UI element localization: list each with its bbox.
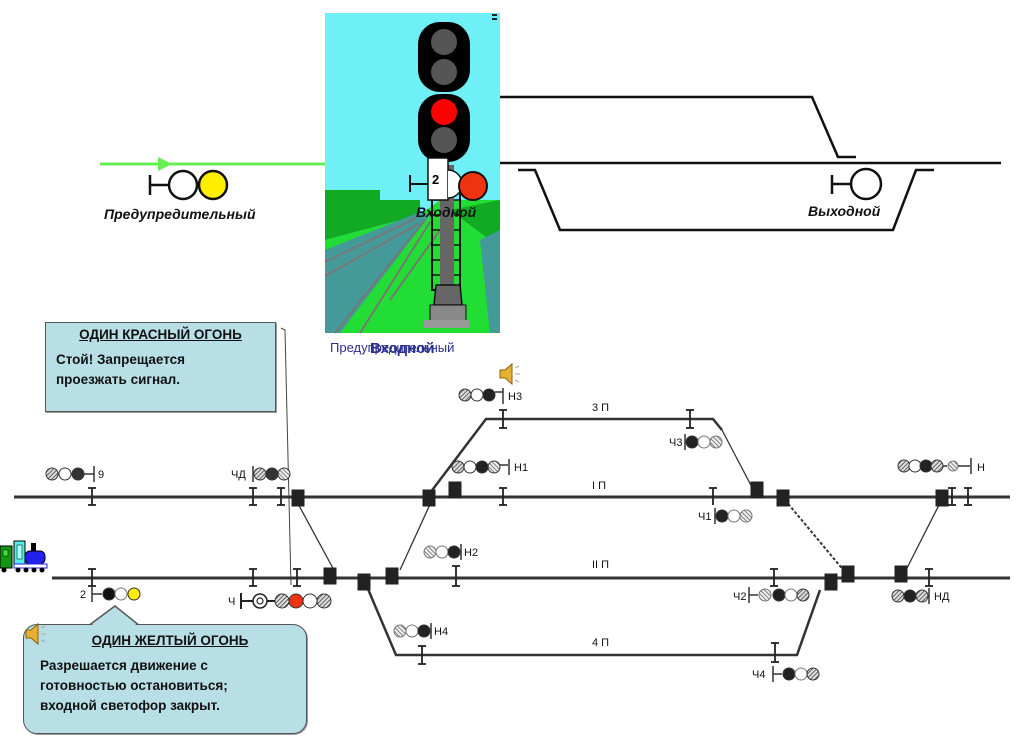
info-box-red-line: Стой! Запрещается bbox=[56, 352, 186, 367]
entry-signal-lamp-red bbox=[458, 171, 488, 201]
insulating-joints bbox=[88, 409, 972, 665]
info-box-yellow-title: ОДИН ЖЕЛТЫЙ ОГОНЬ bbox=[91, 633, 249, 648]
info-box-yellow-light: ОДИН ЖЕЛТЫЙ ОГОНЬ Разрешается движение с… bbox=[23, 624, 307, 734]
signal-n bbox=[897, 458, 972, 474]
signal-label-ch: Ч bbox=[228, 596, 235, 608]
entry-signal-number: 2 bbox=[432, 172, 439, 187]
switch-blocks bbox=[291, 481, 949, 591]
info-box-red-light: ОДИН КРАСНЫЙ ОГОНЬ Стой! Запрещается про… bbox=[45, 322, 276, 412]
signal-head-upper bbox=[418, 22, 470, 92]
info-box-yellow-line: Разрешается движение с bbox=[40, 658, 208, 673]
track-label-4p: 4 П bbox=[592, 637, 609, 649]
signal-ch2 bbox=[748, 587, 810, 603]
info-box-red-title: ОДИН КРАСНЫЙ ОГОНЬ bbox=[79, 327, 242, 342]
speaker-icon[interactable] bbox=[499, 362, 520, 386]
info-box-red-body: Стой! Запрещается проезжать сигнал. bbox=[56, 350, 275, 390]
signal-label-ch2: Ч2 bbox=[733, 591, 746, 603]
signal-n1 bbox=[451, 459, 510, 475]
track-label-3p: 3 П bbox=[592, 402, 609, 414]
signal-9 bbox=[45, 466, 95, 482]
signal-chd bbox=[252, 466, 291, 482]
signal-ch3 bbox=[684, 434, 723, 450]
entry-signal-picture: 2 Входной bbox=[324, 13, 500, 334]
lamp-1 bbox=[431, 29, 457, 55]
signal-label-n1: Н1 bbox=[514, 462, 528, 474]
track-3p bbox=[429, 417, 723, 494]
signal-label-n: Н bbox=[977, 462, 985, 474]
info-box-yellow-body: Разрешается движение с готовностью остан… bbox=[40, 656, 306, 716]
lamp-2 bbox=[431, 59, 457, 85]
exit-signal bbox=[830, 167, 883, 201]
track-4p bbox=[363, 581, 822, 657]
info-box-red-line: проезжать сигнал. bbox=[56, 372, 181, 387]
train-icon bbox=[0, 540, 48, 573]
warning-signal-lamp-yellow bbox=[197, 169, 229, 201]
signal-label-ch1: Ч1 bbox=[698, 511, 711, 523]
entry-signal-label: Входной bbox=[416, 204, 477, 220]
signal-ch-entry bbox=[240, 593, 332, 609]
callout-line bbox=[280, 327, 292, 586]
signal-ch1 bbox=[714, 508, 753, 524]
exit-signal-lamp bbox=[849, 167, 883, 201]
signal-nd bbox=[891, 588, 930, 604]
signal-label-chd: ЧД bbox=[231, 469, 246, 481]
signal-label-n2: Н2 bbox=[464, 547, 478, 559]
picture-caption-back: Предупредительный bbox=[330, 340, 455, 355]
signal-label-2: 2 bbox=[80, 589, 86, 601]
signal-ch4 bbox=[772, 666, 820, 682]
route-arrow-head bbox=[158, 157, 172, 171]
info-box-yellow-line: входной светофор закрыт. bbox=[40, 698, 220, 713]
signal-n3 bbox=[458, 388, 504, 404]
picture-caption-front: Входной bbox=[370, 340, 435, 357]
track-label-1p: I П bbox=[592, 480, 606, 492]
warning-signal bbox=[148, 169, 229, 201]
lower-siding bbox=[518, 168, 934, 232]
lamp-4 bbox=[431, 127, 457, 153]
signal-label-9: 9 bbox=[98, 469, 104, 481]
signal-label-n4: Н4 bbox=[434, 626, 448, 638]
signal-2-lamp-yellow bbox=[127, 587, 141, 601]
signal-label-nd: НД bbox=[934, 591, 950, 603]
warning-signal-lamp-off bbox=[167, 169, 199, 201]
signal-n2 bbox=[423, 544, 462, 560]
info-box-yellow-line: готовностью остановиться; bbox=[40, 678, 228, 693]
signal-n4 bbox=[393, 623, 432, 639]
lamp-3-red bbox=[431, 99, 457, 125]
warning-signal-label: Предупредительный bbox=[104, 206, 256, 222]
signal-label-n3: Н3 bbox=[508, 391, 522, 403]
signal-label-ch3: Ч3 bbox=[669, 437, 682, 449]
exit-signal-label: Выходной bbox=[808, 203, 881, 219]
track-label-2p: II П bbox=[592, 559, 609, 571]
signal-2-warning bbox=[91, 586, 141, 602]
signal-label-ch4: Ч4 bbox=[752, 669, 765, 681]
